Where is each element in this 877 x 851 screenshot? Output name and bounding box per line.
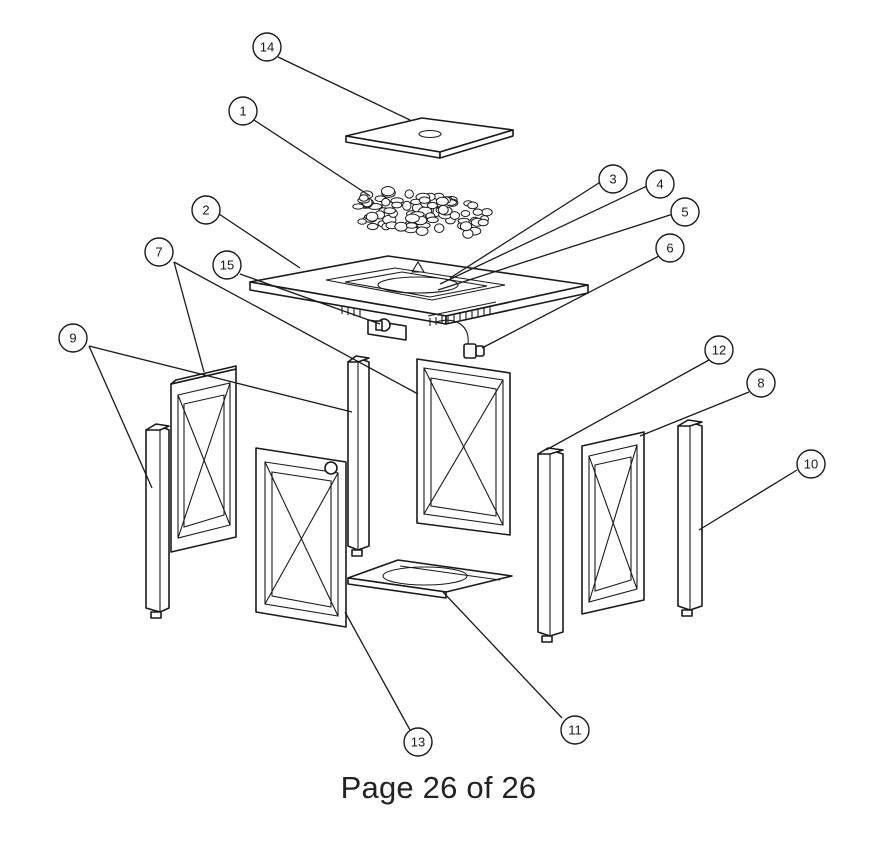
callout-10: 10 xyxy=(796,449,826,479)
lava-rock xyxy=(381,197,391,207)
lava-rock xyxy=(437,204,449,215)
callout-4: 4 xyxy=(645,169,675,199)
lava-rock xyxy=(449,211,460,220)
control-knob-part xyxy=(375,318,391,332)
callout-15: 15 xyxy=(212,250,242,280)
callout-number: 6 xyxy=(666,241,673,256)
callout-number: 5 xyxy=(681,205,688,220)
lava-rock xyxy=(459,221,473,232)
lava-rock xyxy=(426,201,438,210)
callout-number: 14 xyxy=(260,40,274,55)
lava-rock xyxy=(366,222,379,231)
callout-11: 11 xyxy=(560,715,590,745)
lava-rock xyxy=(358,194,369,202)
lava-rock xyxy=(404,189,414,199)
callout-number: 7 xyxy=(155,245,162,260)
table-top-part xyxy=(249,255,589,341)
page-footer: Page 26 of 26 xyxy=(340,770,537,805)
lava-rock xyxy=(460,210,471,217)
callout-number: 12 xyxy=(712,343,726,358)
callout-1: 1 xyxy=(228,96,258,126)
callout-3: 3 xyxy=(598,164,628,194)
lava-rock xyxy=(434,223,445,233)
lava-rock xyxy=(405,222,418,229)
lava-rock xyxy=(394,221,408,232)
lava-rock xyxy=(352,203,365,210)
lava-rock xyxy=(381,186,395,197)
bottom-frame-part xyxy=(347,559,513,599)
lava-rock xyxy=(481,208,493,217)
lava-rock xyxy=(357,218,367,225)
lava-rock xyxy=(467,201,479,210)
callout-8: 8 xyxy=(746,368,776,398)
callout-7: 7 xyxy=(144,237,174,267)
callout-number: 3 xyxy=(609,172,616,187)
leg-left-part xyxy=(145,423,170,619)
lid-part xyxy=(345,117,514,159)
lava-rock xyxy=(383,207,396,215)
leg-center-part xyxy=(347,355,370,557)
lava-rock xyxy=(365,211,379,222)
lava-rock xyxy=(391,201,403,209)
side-panel-left-part xyxy=(170,365,237,553)
callout-number: 13 xyxy=(411,735,425,750)
callout-6: 6 xyxy=(655,233,685,263)
lava-rock xyxy=(472,208,483,216)
callout-number: 9 xyxy=(69,331,76,346)
callout-5: 5 xyxy=(670,197,700,227)
lava-rock xyxy=(405,213,420,224)
lava-rock xyxy=(435,196,449,206)
leader-lines xyxy=(88,56,798,731)
callout-2: 2 xyxy=(191,195,221,225)
callout-number: 8 xyxy=(757,376,764,391)
callout-9: 9 xyxy=(58,323,88,353)
front-panel-part xyxy=(255,447,347,628)
leg-front-right-part xyxy=(537,447,564,643)
leg-back-right-part xyxy=(677,419,703,617)
lava-rock xyxy=(402,200,412,211)
callout-number: 4 xyxy=(656,177,663,192)
regulator-connector-part xyxy=(435,319,485,359)
lava-rock xyxy=(426,216,439,224)
callout-number: 11 xyxy=(568,723,582,738)
lava-rock xyxy=(477,218,489,227)
callout-number: 10 xyxy=(804,457,818,472)
callout-number: 1 xyxy=(239,104,246,119)
callout-13: 13 xyxy=(403,727,433,757)
side-panel-center-part xyxy=(416,358,511,536)
callout-number: 15 xyxy=(220,258,234,273)
lava-rocks-part xyxy=(352,186,493,239)
lava-rock xyxy=(418,196,431,204)
side-panel-right-part xyxy=(581,431,645,615)
callout-14: 14 xyxy=(252,32,282,62)
lava-rock xyxy=(415,226,429,236)
exploded-assembly-diagram: 14 1 3 4 5 2 15 6 7 9 12 8 10 13 11 xyxy=(58,32,826,757)
callout-number: 2 xyxy=(202,203,209,218)
callout-12: 12 xyxy=(704,335,734,365)
